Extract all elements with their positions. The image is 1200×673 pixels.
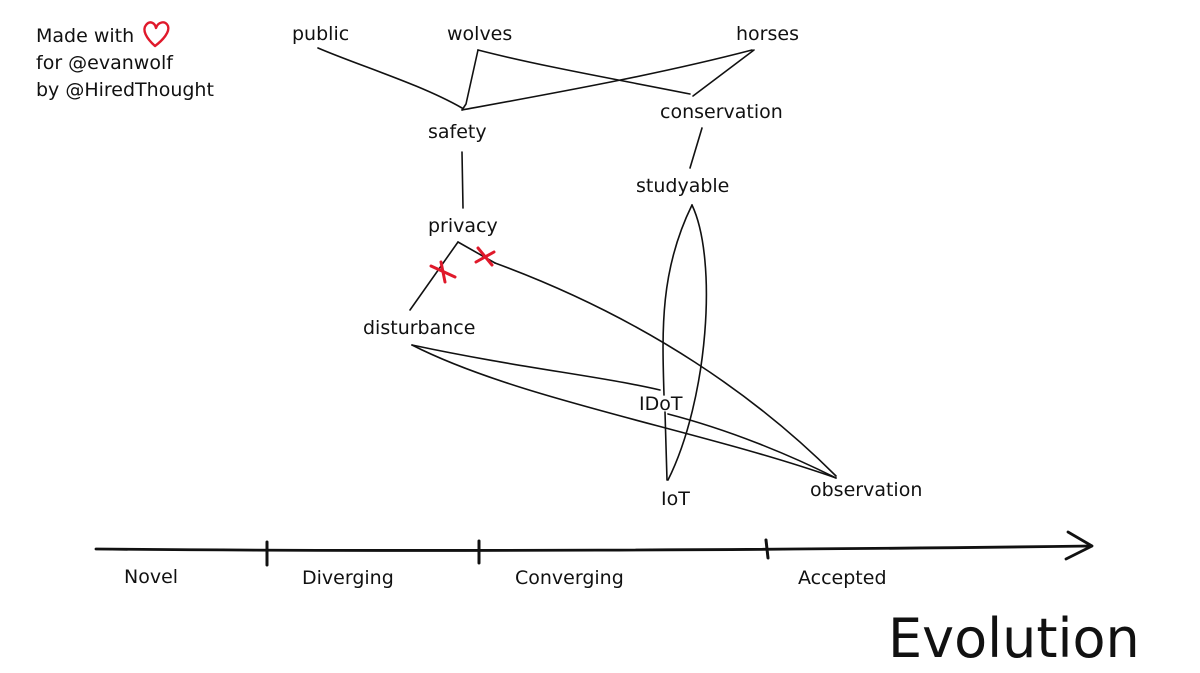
node-wolves: wolves	[447, 23, 512, 45]
cross-marks	[429, 246, 496, 284]
credits: Made with for @evanwolf by @HiredThought	[36, 21, 214, 101]
node-observation: observation	[810, 479, 922, 501]
evolution-axis: Novel Diverging Converging Accepted Evol…	[94, 530, 1140, 670]
stage-accepted: Accepted	[798, 567, 887, 589]
link-privacy-observation	[494, 262, 837, 477]
arrow-head-icon	[1064, 530, 1094, 561]
credit-line-made-with: Made with	[36, 25, 134, 47]
link-idot-observation	[667, 413, 837, 479]
stage-novel: Novel	[124, 566, 178, 588]
link-horses-safety	[461, 49, 753, 111]
credit-line-for: for @evanwolf	[36, 52, 174, 74]
axis-line	[94, 544, 1092, 552]
node-iot: IoT	[661, 488, 690, 510]
axis-tick	[764, 538, 770, 560]
link-privacy-disturbance	[409, 241, 459, 311]
link-idot-iot	[664, 411, 668, 481]
link-studyable-iot-left	[662, 204, 693, 396]
link-studyable-iot-right	[667, 204, 708, 481]
credit-line-by: by @HiredThought	[36, 79, 214, 101]
stage-converging: Converging	[515, 567, 624, 589]
heart-icon	[143, 21, 170, 48]
connections	[317, 47, 837, 481]
node-idot: IDoT	[639, 393, 683, 415]
link-disturbance-idot	[411, 344, 661, 391]
node-privacy: privacy	[428, 215, 498, 237]
axis-title: Evolution	[888, 607, 1140, 670]
link-wolves-conservation	[477, 49, 691, 95]
link-disturbance-observation	[411, 344, 837, 479]
node-horses: horses	[736, 23, 799, 45]
link-wolves-safety	[461, 49, 479, 111]
link-horses-conservation	[692, 49, 755, 97]
node-safety: safety	[428, 121, 487, 143]
link-safety-privacy	[461, 151, 464, 209]
cross-mark-icon	[474, 246, 496, 267]
stage-diverging: Diverging	[302, 567, 394, 589]
nodes: public wolves horses safety conservation…	[292, 23, 922, 510]
node-conservation: conservation	[660, 101, 783, 123]
node-disturbance: disturbance	[363, 317, 475, 339]
cross-mark-icon	[429, 260, 457, 284]
node-public: public	[292, 23, 349, 45]
node-studyable: studyable	[636, 175, 729, 197]
link-public-safety	[317, 47, 463, 109]
link-conservation-studyable	[689, 127, 703, 169]
